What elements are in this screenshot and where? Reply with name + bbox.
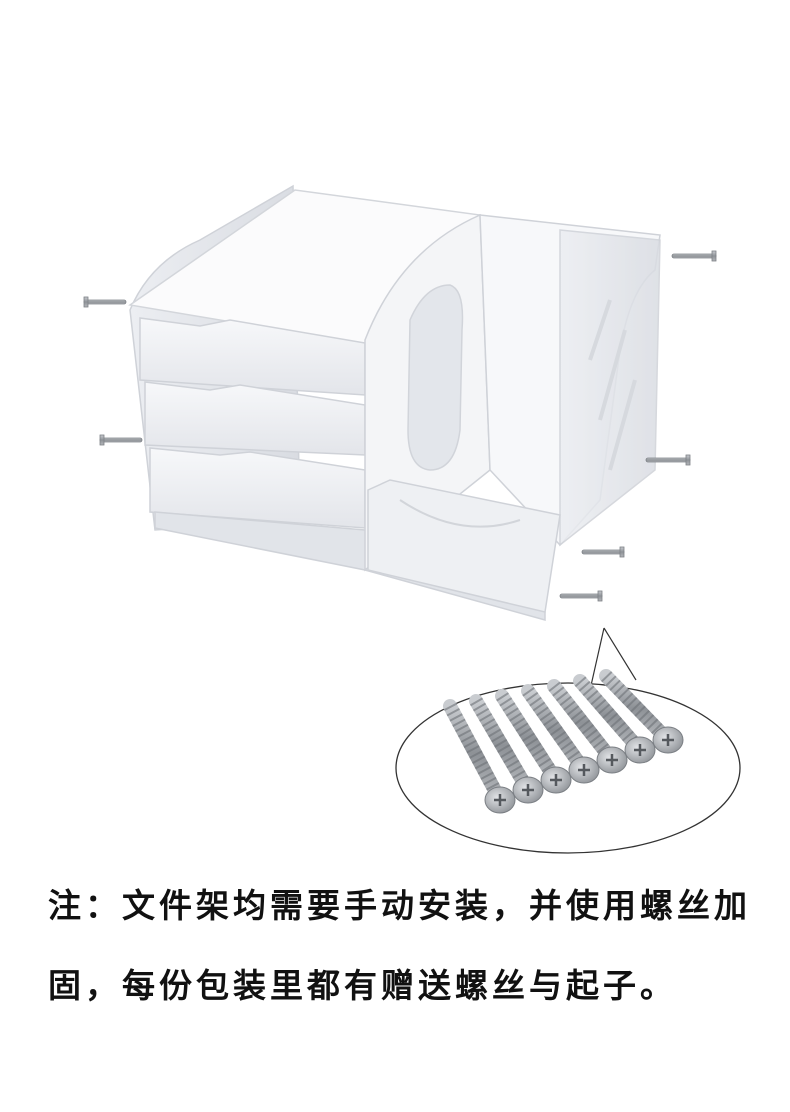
divider-slot (407, 284, 464, 471)
screw (573, 674, 656, 764)
screw (469, 694, 544, 804)
screw-set (443, 669, 684, 814)
screws-detail-bubble (395, 669, 741, 854)
product-illustration (83, 184, 741, 854)
desk-organizer (128, 184, 661, 621)
assembly-note: 注：文件架均需要手动安装，并使用螺丝加固，每份包装里都有赠送螺丝与起子。 (48, 886, 751, 1005)
screw (521, 684, 600, 784)
callout-lines (589, 627, 637, 691)
loose-screws (83, 250, 717, 602)
screw (599, 669, 684, 754)
screw (495, 689, 572, 794)
screw (443, 699, 516, 814)
screw (547, 679, 628, 774)
front-drawer (367, 479, 561, 613)
